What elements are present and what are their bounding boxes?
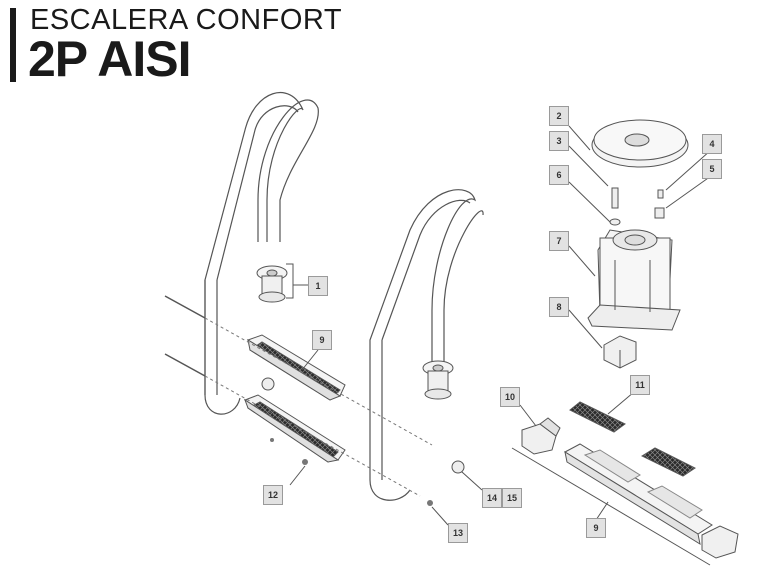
callout-8: 8	[549, 297, 569, 317]
callout-13: 13	[448, 523, 468, 543]
step-lower	[243, 394, 346, 463]
cover-disk	[591, 119, 689, 168]
left-handrail	[204, 92, 304, 415]
title-line-2: 2P AISI	[28, 31, 192, 87]
callout-5: 5	[702, 159, 722, 179]
callout-9-right: 9	[586, 518, 606, 538]
anchor-part-left	[256, 265, 288, 303]
end-clip-left	[521, 417, 561, 455]
tread-pad-upper	[569, 401, 626, 433]
end-clip-right	[701, 525, 739, 559]
callout-14: 14	[482, 488, 502, 508]
callout-12: 12	[263, 485, 283, 505]
base-housing	[587, 229, 681, 331]
callout-2: 2	[549, 106, 569, 126]
anchor-part-right	[422, 360, 454, 400]
callout-11: 11	[630, 375, 650, 395]
callout-6: 6	[549, 165, 569, 185]
right-handrail	[369, 189, 477, 501]
callout-15: 15	[502, 488, 522, 508]
title-line-1: ESCALERA CONFORT	[30, 4, 343, 36]
callout-7: 7	[549, 231, 569, 251]
callout-10: 10	[500, 387, 520, 407]
left-rail-inner	[216, 105, 299, 281]
tread-pad-lower	[640, 447, 696, 477]
block-part	[603, 335, 637, 369]
long-step-bar	[563, 443, 713, 546]
step-upper	[246, 334, 346, 401]
callout-4: 4	[702, 134, 722, 154]
callout-9-left: 9	[312, 330, 332, 350]
callout-3: 3	[549, 131, 569, 151]
callout-1: 1	[308, 276, 328, 296]
left-handrail-outer	[257, 99, 319, 242]
title-accent-bar	[10, 8, 16, 82]
